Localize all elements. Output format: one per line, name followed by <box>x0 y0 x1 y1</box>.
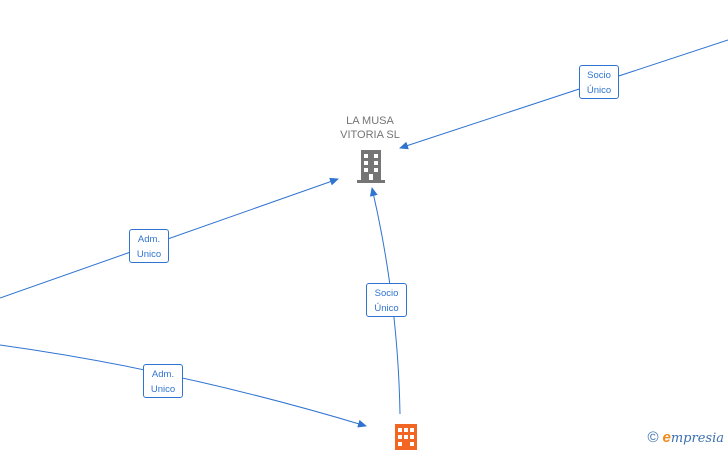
edge-label-socio-unico-bottom[interactable]: Socio Único <box>366 283 407 317</box>
edge-label-adm-unico-upper[interactable]: Adm. Unico <box>129 229 169 263</box>
edge-left-upper <box>0 177 339 299</box>
copyright-icon: © <box>647 429 659 446</box>
edge-left-lower <box>0 344 367 428</box>
main-company-name[interactable]: LA MUSA VITORIA SL <box>340 115 400 141</box>
edge-top-right <box>399 39 728 150</box>
edge-label-socio-unico-top[interactable]: Socio Único <box>579 65 619 99</box>
brand-initial: e <box>662 429 671 446</box>
main-company-building-icon[interactable] <box>357 150 385 183</box>
empresia-watermark: ©empresia <box>647 429 724 446</box>
edge-label-adm-unico-lower[interactable]: Adm. Unico <box>143 364 183 398</box>
brand-name: mpresia <box>670 431 724 446</box>
related-company-building-icon[interactable] <box>395 424 417 450</box>
